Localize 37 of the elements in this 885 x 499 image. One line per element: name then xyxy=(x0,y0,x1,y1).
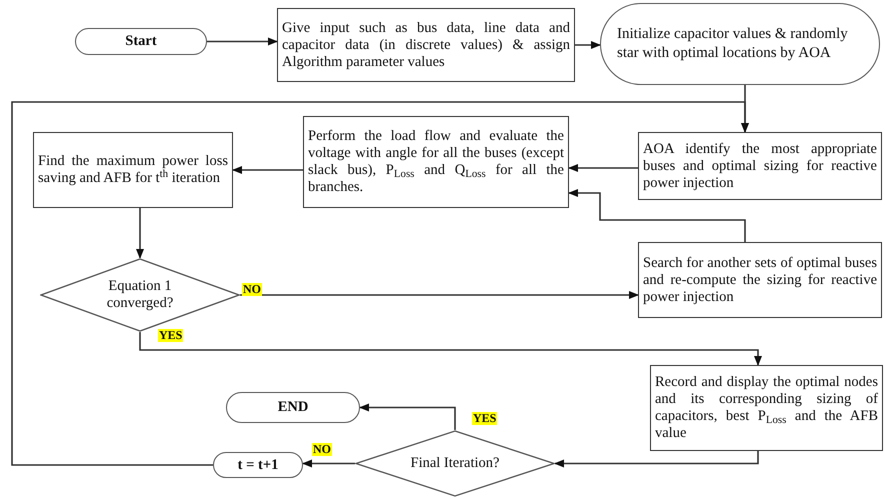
edge-label: NO xyxy=(312,443,332,456)
process-box xyxy=(638,132,882,200)
arrow xyxy=(136,208,144,259)
terminal-box xyxy=(75,28,207,55)
terminal-box xyxy=(213,452,303,478)
step-text: Initialize capacitor values & randomly star with optimal locations by AOA xyxy=(616,25,849,63)
step-text: t = t+1 xyxy=(236,456,280,474)
process-box xyxy=(33,132,233,208)
arrow xyxy=(575,41,601,49)
arrow xyxy=(359,404,456,430)
decision-text: Equation 1 converged? xyxy=(106,278,174,312)
edge-label: NO xyxy=(242,283,262,296)
process-box xyxy=(303,116,569,208)
arrow xyxy=(554,451,759,468)
edge-label: YES xyxy=(158,329,184,342)
step-text: END xyxy=(276,399,310,416)
arrow xyxy=(568,189,746,242)
arrow xyxy=(302,460,355,468)
arrow xyxy=(11,101,749,466)
step-text: Find the maximum power loss saving and AFB for t$^{th}$ iteration xyxy=(37,153,229,187)
step-text: Perform the load flow and evaluate the voltage with angle for all the buses (except slack bus), P$_{Loss}$ and Q$_{Loss}$ for all the branches. xyxy=(307,128,565,196)
arrow xyxy=(139,332,762,366)
step-text: Start xyxy=(124,33,158,50)
arrow xyxy=(207,38,278,46)
terminal-box xyxy=(226,392,360,423)
arrow xyxy=(568,164,638,172)
arrow xyxy=(232,166,303,174)
process-box xyxy=(650,365,883,451)
step-text: Record and display the optimal nodes and its corresponding sizing of capacitors, best P$_{Loss}$ and the AFB value xyxy=(654,374,879,442)
step-text: AOA identify the most appropriate buses and optimal sizing for reactive power injection xyxy=(642,140,878,192)
decision-text: Final Iteration? xyxy=(410,455,500,472)
process-box xyxy=(638,242,882,318)
step-text: Give input such as bus data, line data and capacitor data (in discrete values) & assign Algorithm parameter values xyxy=(281,20,571,70)
process-box xyxy=(277,8,575,82)
edge-label: YES xyxy=(472,412,498,425)
arrow xyxy=(240,291,639,299)
step-text: Search for another sets of optimal buses and re-compute the sizing for reactive power injection xyxy=(642,254,878,306)
